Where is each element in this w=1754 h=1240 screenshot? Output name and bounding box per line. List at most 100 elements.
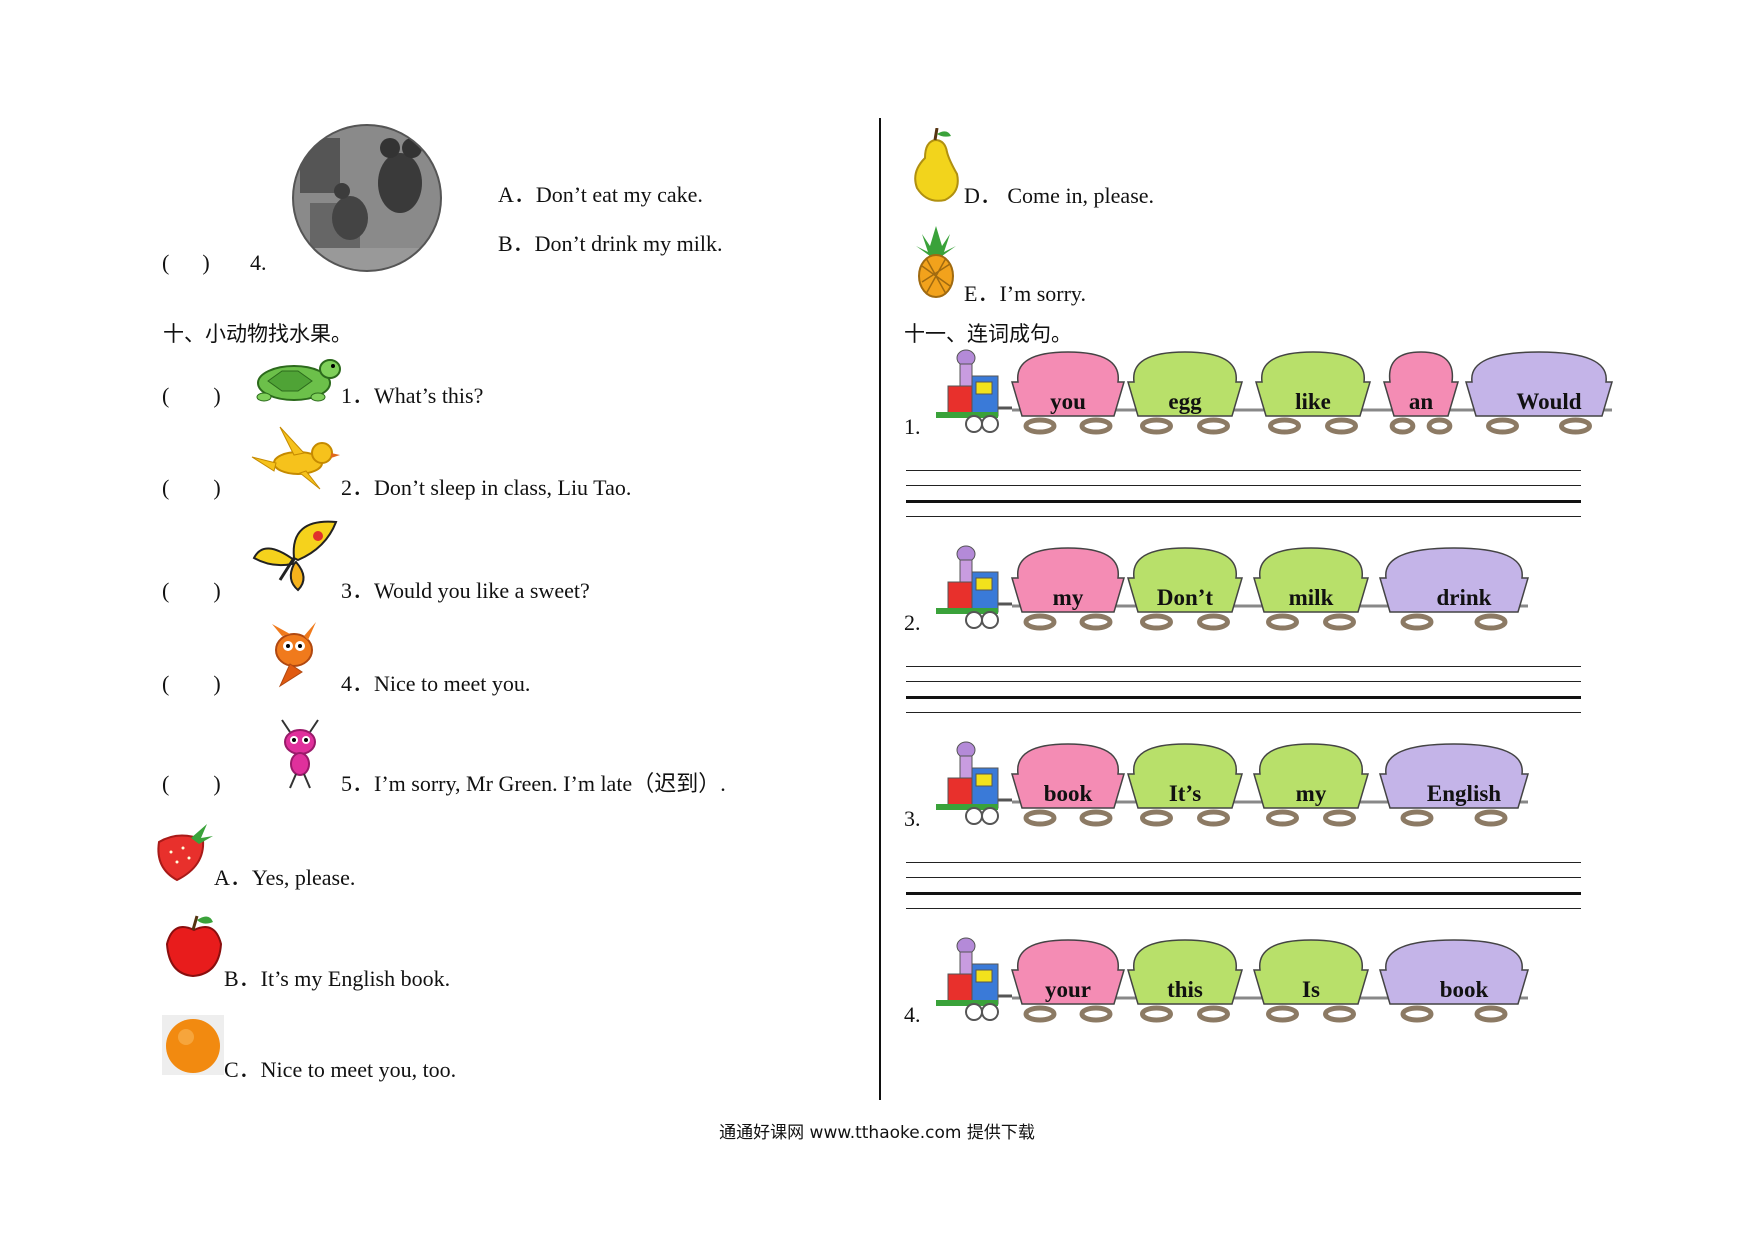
answer-paren[interactable]: ( ) [162,250,210,275]
answer-paren[interactable]: ( ) [162,771,221,796]
section-11-title: 十一、连词成句。 [904,322,1072,346]
wheel [1268,417,1301,435]
writing-line [906,681,1581,682]
wheel [1426,417,1453,435]
train-car[interactable]: my [1252,743,1370,827]
train-car[interactable]: my [1010,547,1126,631]
wheel [1325,417,1358,435]
train-car-word: It’s [1169,781,1201,806]
wheel [1197,1005,1230,1023]
item-label: 2．Don’t sleep in class, Liu Tao. [341,475,632,500]
train-car-word: book [1440,977,1489,1002]
item-label: 5．I’m sorry, Mr Green. I’m late（迟到）. [341,771,726,796]
train-car-body [1378,939,1530,1005]
option-a: A．Don’t eat my cake. [498,182,703,207]
question-number: 4. [250,250,267,275]
train-car[interactable]: book [1378,939,1530,1023]
train-car[interactable]: like [1254,351,1372,435]
wheel [1389,417,1416,435]
train-car-word: Would [1516,389,1581,414]
train-car[interactable]: book [1010,743,1126,827]
train-car[interactable]: egg [1126,351,1244,435]
wheel [1197,417,1230,435]
train-car-body [1378,547,1530,613]
train-car-word: milk [1289,585,1334,610]
locomotive-icon [936,349,1012,433]
wheel [1559,417,1592,435]
train-number: 3. [904,806,921,831]
writing-line [906,516,1581,517]
writing-line[interactable] [906,666,1581,667]
answer-d-label: D． Come in, please. [964,183,1155,208]
wheel [1140,809,1173,827]
writing-line [906,500,1581,503]
train-car[interactable]: Is [1252,939,1370,1023]
train-car-word: English [1427,781,1501,806]
wheel [1079,1005,1113,1023]
pear-icon [907,127,963,209]
train-car-word: you [1050,389,1086,414]
strawberry-icon [151,820,213,887]
column-divider [879,118,881,1100]
train-car-body [1126,547,1244,613]
ant-icon [276,718,326,795]
train-car-body [1126,351,1244,417]
writing-line[interactable] [906,862,1581,863]
wheel [1323,613,1356,631]
train-car-body [1378,743,1530,809]
answer-b-label: B．It’s my English book. [224,966,451,991]
train-car-word: this [1167,977,1203,1002]
train-car-body [1010,939,1126,1005]
train-number: 1. [904,414,921,439]
answer-paren[interactable]: ( ) [162,475,221,500]
wheel [1023,809,1057,827]
item-label: 3．Would you like a sweet? [341,578,590,603]
wheel [1079,417,1113,435]
writing-line [906,892,1581,895]
wheel [1266,1005,1299,1023]
train-car[interactable]: It’s [1126,743,1244,827]
train-car-body [1382,351,1460,417]
wheel [1197,613,1230,631]
train-car-body [1252,939,1370,1005]
section-10-title: 十、小动物找水果。 [163,322,352,346]
train-car[interactable]: drink [1378,547,1530,631]
wheel [1140,417,1173,435]
train: your this Is book [936,937,1530,1023]
item-label: 1．What’s this? [341,383,484,408]
train-car[interactable]: milk [1252,547,1370,631]
wheel [1400,809,1434,827]
answer-paren[interactable]: ( ) [162,383,221,408]
train-car-body [1252,743,1370,809]
train-car-body [1254,351,1372,417]
train-car[interactable]: Would [1464,351,1614,435]
train-car-word: like [1295,389,1331,414]
train-car-word: my [1296,781,1327,806]
wheel [1023,613,1057,631]
fish-icon [268,620,323,693]
train-car[interactable]: you [1010,351,1126,435]
apple-icon [163,912,225,985]
pineapple-icon [912,224,960,303]
orange-icon [162,1015,224,1080]
train-car[interactable]: Don’t [1126,547,1244,631]
train-car-body [1010,547,1126,613]
train-car[interactable]: English [1378,743,1530,827]
locomotive-icon [936,741,1012,825]
writing-line [906,485,1581,486]
train-car-body [1010,351,1126,417]
train-car[interactable]: an [1382,351,1460,435]
mouse-picture [290,123,444,278]
train-car-body [1252,547,1370,613]
wheel [1197,809,1230,827]
writing-line[interactable] [906,470,1581,471]
writing-line [906,712,1581,713]
train-car[interactable]: this [1126,939,1244,1023]
train-car[interactable]: your [1010,939,1126,1023]
answer-paren[interactable]: ( ) [162,578,221,603]
answer-paren[interactable]: ( ) [162,671,221,696]
answer-c-label: C．Nice to meet you, too. [224,1057,457,1082]
footer-text: 通通好课网 www.tthaoke.com 提供下载 [719,1123,1035,1143]
wheel [1079,809,1113,827]
